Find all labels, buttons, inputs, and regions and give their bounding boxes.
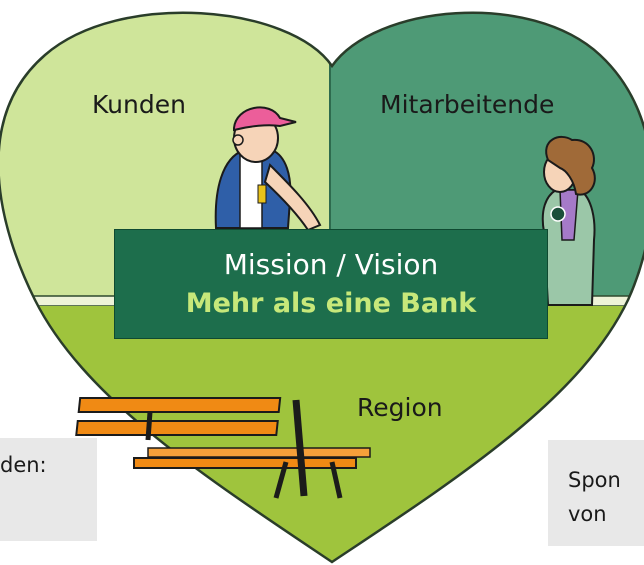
left-side-text: den:: [0, 453, 47, 477]
mission-title: Mission / Vision: [223, 248, 439, 281]
left-side-card: [0, 438, 97, 541]
right-side-text-line1: Spon: [568, 468, 621, 492]
right-side-text-line2: von: [568, 502, 607, 526]
label-mitarbeitende: Mitarbeitende: [380, 90, 555, 119]
label-kunden: Kunden: [92, 90, 186, 119]
right-side-card: [548, 440, 644, 546]
heart-outline: [0, 11, 644, 564]
customer-figure: [214, 106, 322, 232]
employee-figure: [541, 135, 596, 306]
label-region: Region: [357, 393, 443, 422]
bench: [75, 397, 371, 499]
mission-subtitle: Mehr als eine Bank: [185, 288, 477, 319]
mission-banner: Mission / Vision Mehr als eine Bank: [114, 229, 548, 339]
